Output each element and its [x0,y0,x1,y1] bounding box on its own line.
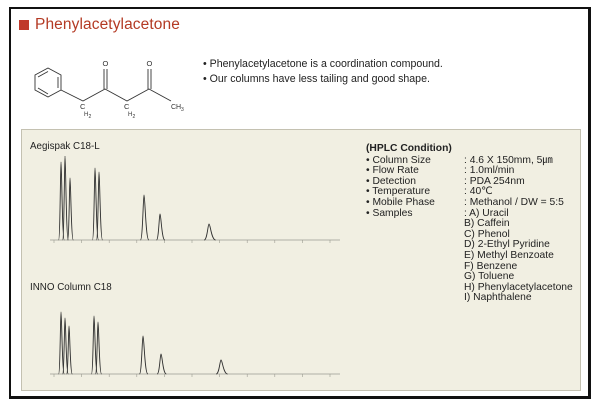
chromatogram-peak [139,335,149,375]
chromatogram-peak [62,317,69,375]
oxygen-label-1: O [103,59,109,68]
ch2-label-2-h: H [128,112,132,118]
chart-label-inno: INNO Column C18 [30,282,112,293]
chromatogram-peak [156,353,167,375]
carbon-chain [60,88,172,102]
description-list: • Phenylacetylacetone is a coordination … [203,57,443,87]
condition-row: • Samples: A) Uracil [366,207,509,219]
chromatogram-inno [50,311,340,377]
ch2-label-2-sub: 2 [133,114,136,120]
chromatogram-peak [91,167,99,241]
conditions-title: (HPLC Condition) [366,143,452,154]
chromatogram-peak [90,315,98,375]
sample-item: D) 2-Ethyl Pyridine [464,239,550,251]
chart-label-aegispak: Aegispak C18-L [30,141,100,152]
sample-item: C) Phenol [464,228,510,240]
hplc-conditions: (HPLC Condition) • Column Size: 4.6 X 15… [366,143,573,304]
chromatogram-peak [66,325,73,375]
sample-item: B) Caffein [464,218,510,230]
ch3-label: CH [171,104,181,111]
chromatogram-peak [94,321,102,375]
ch3-label-sub: 3 [181,107,184,113]
ch2-label-1-c: C [80,102,86,111]
benzene-ring [34,67,62,98]
chromatogram-peak [140,194,150,241]
condition-row: • Flow Rate: 1.0ml/min [366,165,515,177]
chromatogram-peak [58,311,65,375]
condition-row: • Mobile Phase: Methanol / DW = 5:5 [366,196,564,208]
title-bar: Phenylacetylacetone [19,15,180,35]
hplc-panel: Aegispak C18-L INNO Column C18 (HPLC Con… [21,129,581,391]
page-title: Phenylacetylacetone [35,16,180,33]
sample-item: H) Phenylacetylacetone [464,281,573,293]
ch2-label-2-c: C [124,102,130,111]
ch2-label-1-h: H [84,112,88,118]
chromatogram-peak [203,223,216,241]
condition-row: • Column Size: 4.6 X 150mm, 5㎛ [366,154,553,166]
chromatogram-peak [95,171,103,241]
oxygen-label-2: O [147,59,153,68]
chemical-structure-diagram: O O C H 2 C H 2 CH 3 [34,59,184,120]
description-item: • Phenylacetylacetone is a coordination … [203,58,443,70]
chromatogram-peak [62,156,69,241]
description-item: • Our columns have less tailing and good… [203,73,430,85]
chromatogram-peak [58,161,65,241]
document-frame: Phenylacetylacetone O O C [9,7,591,399]
sample-item: I) Naphthalene [464,292,532,304]
ch2-label-1-sub: 2 [89,114,92,120]
chromatogram-peak [156,213,166,241]
condition-row: • Detection: PDA 254nm [366,175,525,187]
chromatogram-peak [215,359,228,375]
title-marker-icon [19,20,29,30]
sample-item: F) Benzene [464,260,518,272]
chromatogram-aegispak [50,156,340,243]
sample-item: G) Toluene [464,271,515,283]
samples-list: B) Caffein C) Phenol D) 2-Ethyl Pyridine… [366,219,573,304]
sample-item: E) Methyl Benzoate [464,249,554,261]
chromatogram-peak [67,177,74,241]
condition-row: • Temperature: 40℃ [366,186,493,198]
